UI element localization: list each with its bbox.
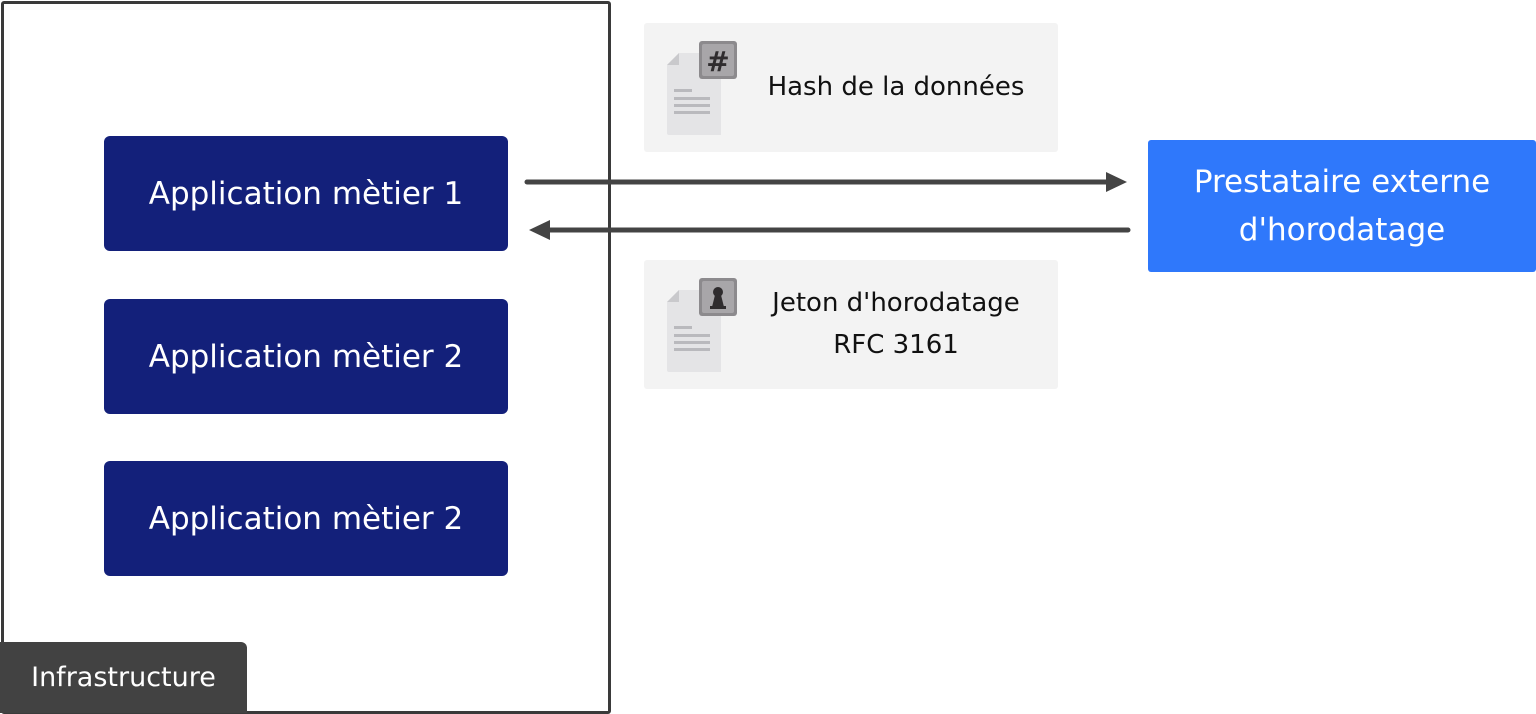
infrastructure-label: Infrastructure (0, 642, 247, 713)
timestamp-token-label-line2: RFC 3161 (833, 330, 959, 360)
document-hash-icon: # (665, 41, 739, 139)
external-timestamp-provider: Prestataire externe d'horodatage (1148, 140, 1536, 272)
document-keyhole-icon (665, 278, 739, 376)
application-box-3: Application mètier 2 (104, 461, 508, 576)
request-arrow (524, 172, 1127, 192)
provider-label-line1: Prestataire externe (1193, 164, 1491, 200)
timestamp-token-card: Jeton d'horodatage RFC 3161 (644, 260, 1058, 389)
hash-symbol: # (706, 45, 729, 78)
hash-message-card: # Hash de la données (644, 23, 1058, 152)
application-box-1: Application mètier 1 (104, 136, 508, 251)
provider-label-line2: d'horodatage (1238, 212, 1446, 248)
hash-message-label: Hash de la données (767, 72, 1025, 102)
application-box-2: Application mètier 2 (104, 299, 508, 414)
timestamp-token-label-line1: Jeton d'horodatage (772, 288, 1020, 318)
response-arrow (529, 220, 1131, 240)
